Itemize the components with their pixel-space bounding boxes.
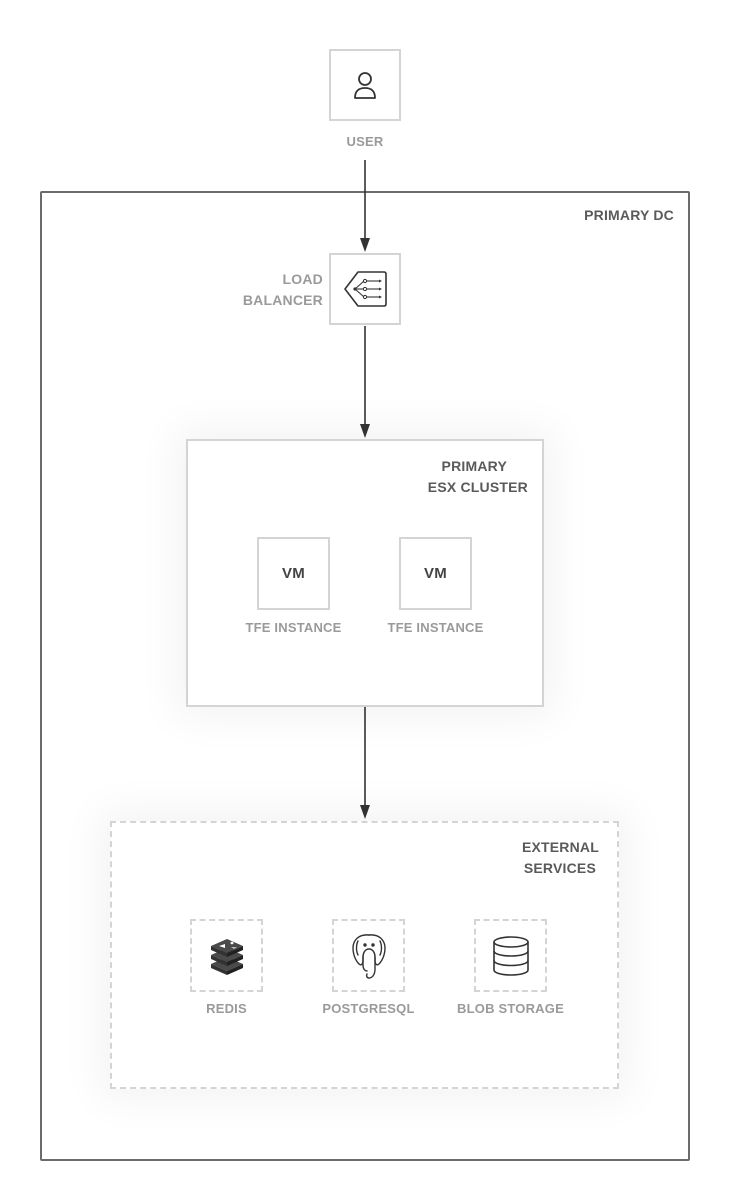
vm-node-2-label: TFE INSTANCE bbox=[387, 620, 484, 635]
redis-label: REDIS bbox=[206, 1001, 247, 1016]
load-balancer-label-line2: BALANCER bbox=[242, 292, 323, 308]
primary-dc-label: PRIMARY DC bbox=[584, 207, 674, 223]
postgresql-icon bbox=[351, 933, 386, 979]
blob-storage-node[interactable] bbox=[474, 919, 547, 992]
esx-cluster-container bbox=[186, 439, 544, 707]
esx-cluster-label-line2: ESX CLUSTER bbox=[427, 479, 528, 495]
external-services-label-line2: SERVICES bbox=[523, 860, 596, 876]
vm-node-1-text: VM bbox=[281, 565, 306, 582]
load-balancer-icon bbox=[344, 271, 387, 307]
postgresql-node[interactable] bbox=[332, 919, 405, 992]
external-services-label-line1: EXTERNAL bbox=[521, 839, 599, 855]
redis-icon bbox=[210, 938, 243, 975]
user-node[interactable] bbox=[329, 49, 401, 121]
esx-cluster-label-line1: PRIMARY bbox=[441, 458, 507, 474]
vm-node-1-label: TFE INSTANCE bbox=[245, 620, 342, 635]
vm-node-2-text: VM bbox=[423, 565, 448, 582]
postgresql-label: POSTGRESQL bbox=[322, 1001, 415, 1016]
redis-node[interactable] bbox=[190, 919, 263, 992]
user-icon bbox=[354, 72, 376, 99]
vm-node-1[interactable]: VM bbox=[257, 537, 330, 610]
vm-node-2[interactable]: VM bbox=[399, 537, 472, 610]
user-label: USER bbox=[346, 134, 384, 149]
load-balancer-label-line1: LOAD bbox=[282, 271, 323, 287]
database-icon bbox=[492, 935, 529, 976]
load-balancer-node[interactable] bbox=[329, 253, 401, 325]
blob-storage-label: BLOB STORAGE bbox=[457, 1001, 564, 1016]
